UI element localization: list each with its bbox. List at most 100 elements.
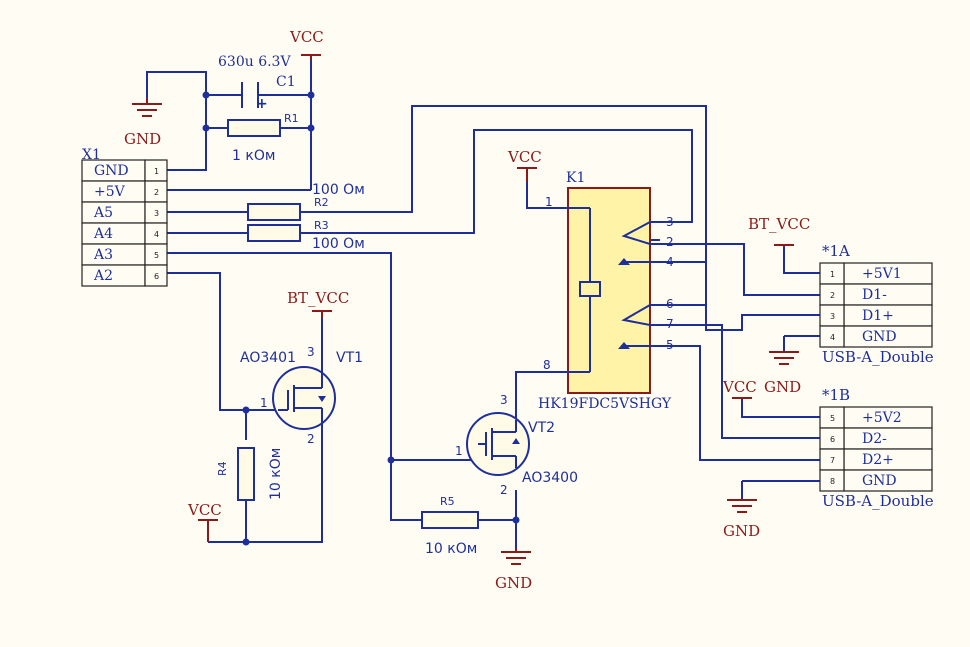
vcc-usb-b: VCC xyxy=(722,378,757,399)
x1-pin-label: A4 xyxy=(93,226,113,242)
k1-pin7: 7 xyxy=(666,317,674,331)
relay-k1: K1 HK19FDC5VSHGY 1 8 3 2 4 6 7 5 xyxy=(538,170,674,412)
gnd-usb-a-label: GND xyxy=(764,378,801,396)
usb-a-pin-label: +5V1 xyxy=(862,266,902,282)
usb-b-name: USB-A_Double xyxy=(822,492,934,510)
vt1-pin1: 1 xyxy=(260,396,268,410)
svg-text:+: + xyxy=(256,96,268,112)
x1-pin-label: A2 xyxy=(93,268,113,284)
junctions xyxy=(202,91,520,546)
usb-a-pin-number: 1 xyxy=(830,270,835,279)
usb-a-row: D1+ 3 xyxy=(819,304,933,327)
x1-ref: X1 xyxy=(82,147,101,163)
usb-a-pin-number: 4 xyxy=(830,333,835,342)
bt-vcc-vt1-label: BT_VCC xyxy=(287,289,349,307)
gnd-top-left: GND xyxy=(124,98,162,148)
gnd-vt2-label: GND xyxy=(495,574,532,592)
k1-ref: K1 xyxy=(566,170,585,186)
x1-pin-number: 6 xyxy=(154,272,159,281)
vt2-pin2: 2 xyxy=(500,483,508,497)
usb-b-row: D2- 6 xyxy=(819,427,933,450)
x1-row: GND 1 xyxy=(81,159,168,182)
gnd-vt2: GND xyxy=(495,548,532,592)
vcc-relay-label: VCC xyxy=(507,148,542,166)
r1-ref: R1 xyxy=(284,112,299,125)
x1-pin-number: 2 xyxy=(154,188,159,197)
vcc-top-label: VCC xyxy=(289,28,324,46)
usb-a-name: USB-A_Double xyxy=(822,348,934,366)
c1-value: 630u 6.3V xyxy=(218,54,291,70)
x1-pin-number: 5 xyxy=(154,251,159,260)
vcc-top: VCC xyxy=(289,28,324,60)
gnd-usb-b-label: GND xyxy=(723,522,760,540)
x1-pin-label: A5 xyxy=(93,205,113,221)
capacitor-c1: + 630u 6.3V C1 xyxy=(218,54,296,112)
r2-value: 100 Ом xyxy=(312,182,365,198)
resistor-r4: R4 10 кОм xyxy=(216,447,284,501)
vcc-usb-b-label: VCC xyxy=(722,378,757,396)
vt2-ref: VT2 xyxy=(528,420,555,436)
k1-pin4: 4 xyxy=(666,255,674,269)
usb-a-pin-number: 3 xyxy=(830,312,835,321)
bt-vcc-vt1: BT_VCC xyxy=(287,289,349,318)
r3-ref: R3 xyxy=(314,219,329,232)
c1-ref: C1 xyxy=(276,74,296,90)
x1-pin-label: +5V xyxy=(94,184,126,200)
usb-b-pin-label: +5V2 xyxy=(862,410,902,426)
usb-b-pin-number: 6 xyxy=(830,435,835,444)
x1-row: A2 6 xyxy=(81,264,168,287)
usb-a-pin-label: D1+ xyxy=(862,308,894,324)
x1-pin-label: GND xyxy=(94,163,129,179)
usb-a-pin-number: 2 xyxy=(830,291,835,300)
vt2-part: AO3400 xyxy=(522,470,578,486)
x1-pin-number: 4 xyxy=(154,230,159,239)
gnd-usb-b: GND xyxy=(723,499,760,540)
resistor-r3: R3 100 Ом xyxy=(247,219,365,252)
vt1-part: AO3401 xyxy=(240,350,296,366)
r4-value: 10 кОм xyxy=(268,448,284,500)
x1-row: +5V 2 xyxy=(81,180,168,203)
vt1-ref: VT1 xyxy=(336,350,363,366)
x1-pin-label: A3 xyxy=(93,247,113,263)
gnd-top-left-label: GND xyxy=(124,130,161,148)
usb-a-pin-label: D1- xyxy=(862,287,887,303)
vcc-relay: VCC xyxy=(507,148,542,182)
resistor-r5: R5 10 кОм xyxy=(421,495,479,557)
vt1-pin2: 2 xyxy=(307,432,315,446)
wires xyxy=(146,55,820,548)
k1-pin5: 5 xyxy=(666,338,674,352)
k1-part: HK19FDC5VSHGY xyxy=(538,396,672,412)
r1-value: 1 кОм xyxy=(232,148,275,164)
usb-a-row: D1- 2 xyxy=(819,283,933,306)
usb-b-pin-label: GND xyxy=(862,473,897,489)
usb-b-row: D2+7 xyxy=(819,448,933,471)
transistor-vt2: 1 2 3 VT2 AO3400 xyxy=(455,393,578,497)
vcc-r4: VCC xyxy=(187,501,222,542)
r2-ref: R2 xyxy=(314,196,329,209)
r3-value: 100 Ом xyxy=(312,236,365,252)
vt2-pin3: 3 xyxy=(500,393,508,407)
k1-pin1: 1 xyxy=(545,195,553,209)
r4-ref: R4 xyxy=(216,461,229,476)
transistor-vt1: 1 2 3 AO3401 VT1 xyxy=(240,345,363,446)
bt-vcc-usb: BT_VCC xyxy=(748,215,810,246)
k1-pin3: 3 xyxy=(666,215,674,229)
r5-ref: R5 xyxy=(440,495,455,508)
usb-b-pin-number: 8 xyxy=(830,477,835,486)
k1-pin2: 2 xyxy=(666,235,674,249)
usb-b-row: GND 8 xyxy=(819,469,933,492)
vcc-r4-label: VCC xyxy=(187,501,222,519)
x1-pin-number: 1 xyxy=(154,167,159,176)
usb-b-pin-label: D2- xyxy=(862,431,887,447)
resistor-r1: R1 1 кОм xyxy=(227,112,299,164)
usb-a-ref: *1A xyxy=(822,242,850,260)
k1-pin6: 6 xyxy=(666,297,674,311)
usb-b-pin-number: 7 xyxy=(830,456,835,465)
resistor-r2: R2 100 Ом xyxy=(247,182,365,221)
